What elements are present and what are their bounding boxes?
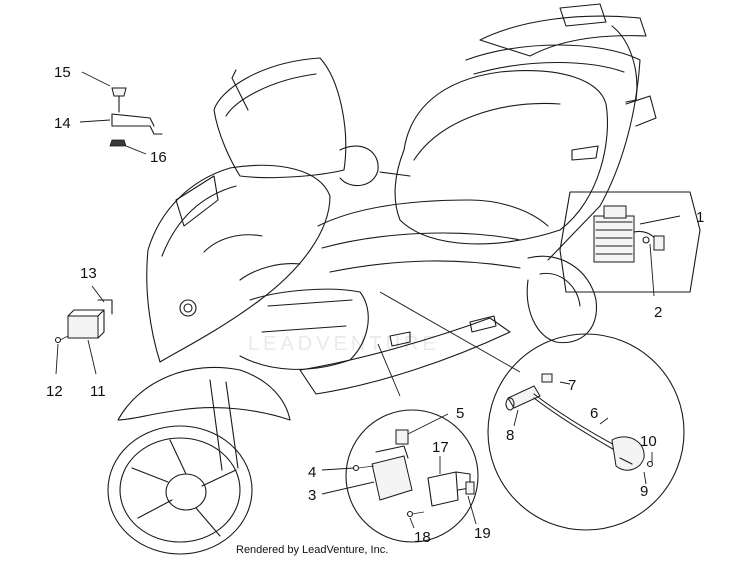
callout-2: 2: [654, 304, 662, 321]
callout-8: 8: [506, 427, 514, 444]
callout-1: 1: [696, 209, 704, 226]
grommet: [541, 373, 553, 383]
callout-15: 15: [54, 64, 71, 81]
bracket-group: [79, 71, 163, 155]
clip: [395, 429, 409, 445]
regulator-fin: [603, 205, 627, 219]
nut: [109, 139, 127, 147]
callout-4: 4: [308, 464, 316, 481]
callout-3: 3: [308, 487, 316, 504]
relay-group: [54, 285, 113, 375]
scooter-illustration: [107, 3, 657, 555]
callout-19: 19: [474, 525, 491, 542]
callout-14: 14: [54, 115, 71, 132]
voltage-regulator-group: [559, 191, 701, 297]
sensor-body: [507, 385, 541, 409]
relay-body: [67, 315, 99, 339]
callout-12: 12: [46, 383, 63, 400]
callout-18: 18: [414, 529, 431, 546]
regulator-connector: [653, 235, 665, 251]
connector-housing: [611, 436, 645, 471]
callout-5: 5: [456, 405, 464, 422]
callout-7: 7: [568, 377, 576, 394]
bolt-head: [111, 87, 127, 97]
sensor-cable-group: [487, 333, 685, 531]
footer-credit: Rendered by LeadVenture, Inc.: [236, 544, 388, 556]
callout-13: 13: [80, 265, 97, 282]
callout-17: 17: [432, 439, 449, 456]
callout-10: 10: [640, 433, 657, 450]
callout-11: 11: [90, 383, 106, 400]
cdi-group: [321, 409, 479, 543]
cdi-unit: [371, 455, 413, 501]
watermark: LEADVENTURE: [248, 333, 440, 355]
callout-6: 6: [590, 405, 598, 422]
callout-9: 9: [640, 483, 648, 500]
callout-16: 16: [150, 149, 167, 166]
regulator-body: [593, 215, 635, 263]
